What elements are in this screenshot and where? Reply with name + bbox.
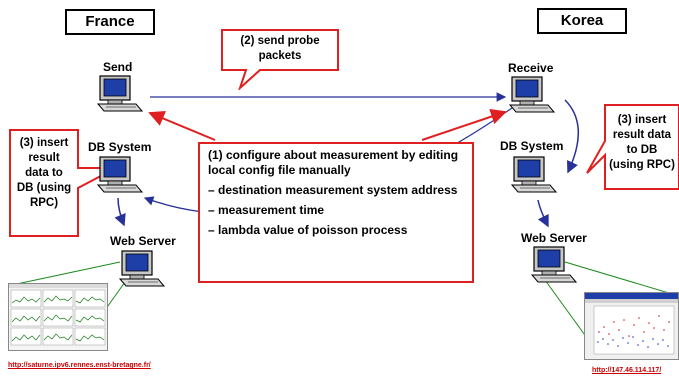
france-db-label: DB System: [88, 140, 152, 154]
korea-insert-line: to DB: [626, 144, 658, 156]
korea-web-link-top: [564, 261, 679, 297]
config-item: – measurement time: [208, 203, 325, 217]
computer-icon: [530, 246, 578, 283]
probe-callout-line: (2) send probe: [240, 35, 320, 47]
korea-insert-line: result data: [612, 129, 672, 141]
france-insert-callout-shape: [9, 129, 117, 237]
france-web-link-top: [11, 261, 121, 286]
config-title: (1) configure about measurement by editi…: [208, 148, 459, 177]
france-send-label: Send: [103, 60, 133, 74]
france-insert-line: RPC): [29, 197, 59, 209]
computer-icon: [118, 250, 166, 287]
france-insert-line: result: [28, 152, 60, 164]
probe-callout-line: packets: [258, 50, 302, 62]
korea-url-link[interactable]: http://147.46.114.117/: [592, 367, 662, 374]
france-insert-line: DB (using: [16, 182, 72, 194]
france-web-screenshot: [8, 283, 108, 351]
country-france: France: [65, 9, 155, 35]
computer-icon: [510, 156, 558, 193]
korea-db-label: DB System: [500, 139, 564, 153]
country-korea: Korea: [537, 8, 627, 34]
france-insert-callout-text: (3) insert result data to DB (using RPC): [10, 136, 78, 211]
config-item: – destination measurement system address: [208, 183, 458, 197]
config-to-send-arrow: [148, 110, 216, 141]
korea-db-to-web-arrow: [537, 199, 549, 228]
france-insert-line: data to: [25, 167, 63, 179]
korea-receive-to-db-arrow: [564, 99, 579, 174]
korea-web-screenshot: [584, 292, 679, 360]
korea-insert-line: (3) insert: [617, 114, 667, 126]
france-web-label: Web Server: [110, 234, 176, 248]
korea-receive-label: Receive: [508, 61, 554, 75]
computer-icon: [96, 156, 144, 193]
korea-insert-callout-text: (3) insert result data to DB (using RPC): [605, 113, 679, 173]
config-to-receive-arrow: [421, 108, 507, 141]
france-db-to-web-arrow: [114, 197, 126, 227]
france-insert-line: (3) insert: [19, 137, 69, 149]
computer-icon: [96, 75, 144, 112]
korea-insert-line: (using RPC): [609, 159, 675, 171]
config-box: (1) configure about measurement by editi…: [198, 142, 474, 283]
france-url-link[interactable]: http://saturne.ipv6.rennes.enst-bretagne…: [8, 362, 151, 369]
korea-web-label: Web Server: [521, 231, 587, 245]
korea-insert-callout-shape: [586, 104, 679, 190]
probe-callout-text: (2) send probe packets: [222, 34, 338, 64]
computer-icon: [508, 76, 556, 113]
probe-callout-shape: [221, 29, 339, 90]
config-item: – lambda value of poisson process: [208, 223, 408, 237]
